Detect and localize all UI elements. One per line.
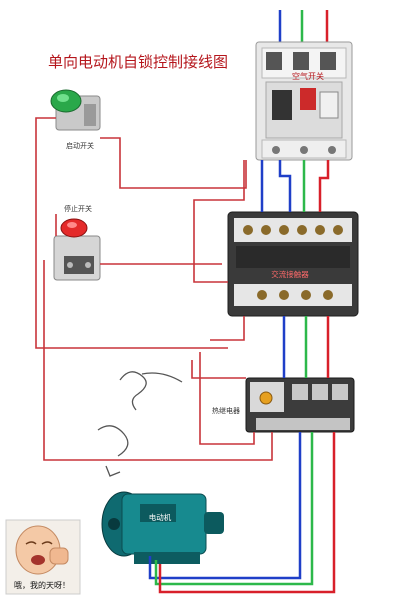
motor-device: [101, 491, 224, 564]
air-breaker: [255, 41, 353, 161]
control-wires: [35, 117, 273, 461]
contactor-label: 交流接触器: [271, 269, 309, 279]
sticker-caption: 哦，我的天呀！: [14, 580, 70, 590]
incoming-power-wires: [278, 10, 329, 44]
thermal-relay-device: [245, 377, 355, 433]
diagram-title: 单向电动机自锁控制接线图: [48, 53, 228, 71]
start-button-device: [50, 89, 101, 131]
contactor-device: [227, 211, 359, 317]
power-wires: [148, 160, 336, 594]
start-button-label: 启动开关: [66, 141, 94, 150]
motor-label: 电动机: [149, 512, 172, 522]
sticker-image: [5, 519, 81, 595]
stop-button-label: 停止开关: [64, 204, 92, 213]
thermal-relay-label: 热继电器: [212, 406, 240, 415]
stop-button-device: [53, 218, 101, 281]
breaker-label: 空气开关: [292, 71, 324, 81]
sketch-doodle: [97, 371, 183, 477]
